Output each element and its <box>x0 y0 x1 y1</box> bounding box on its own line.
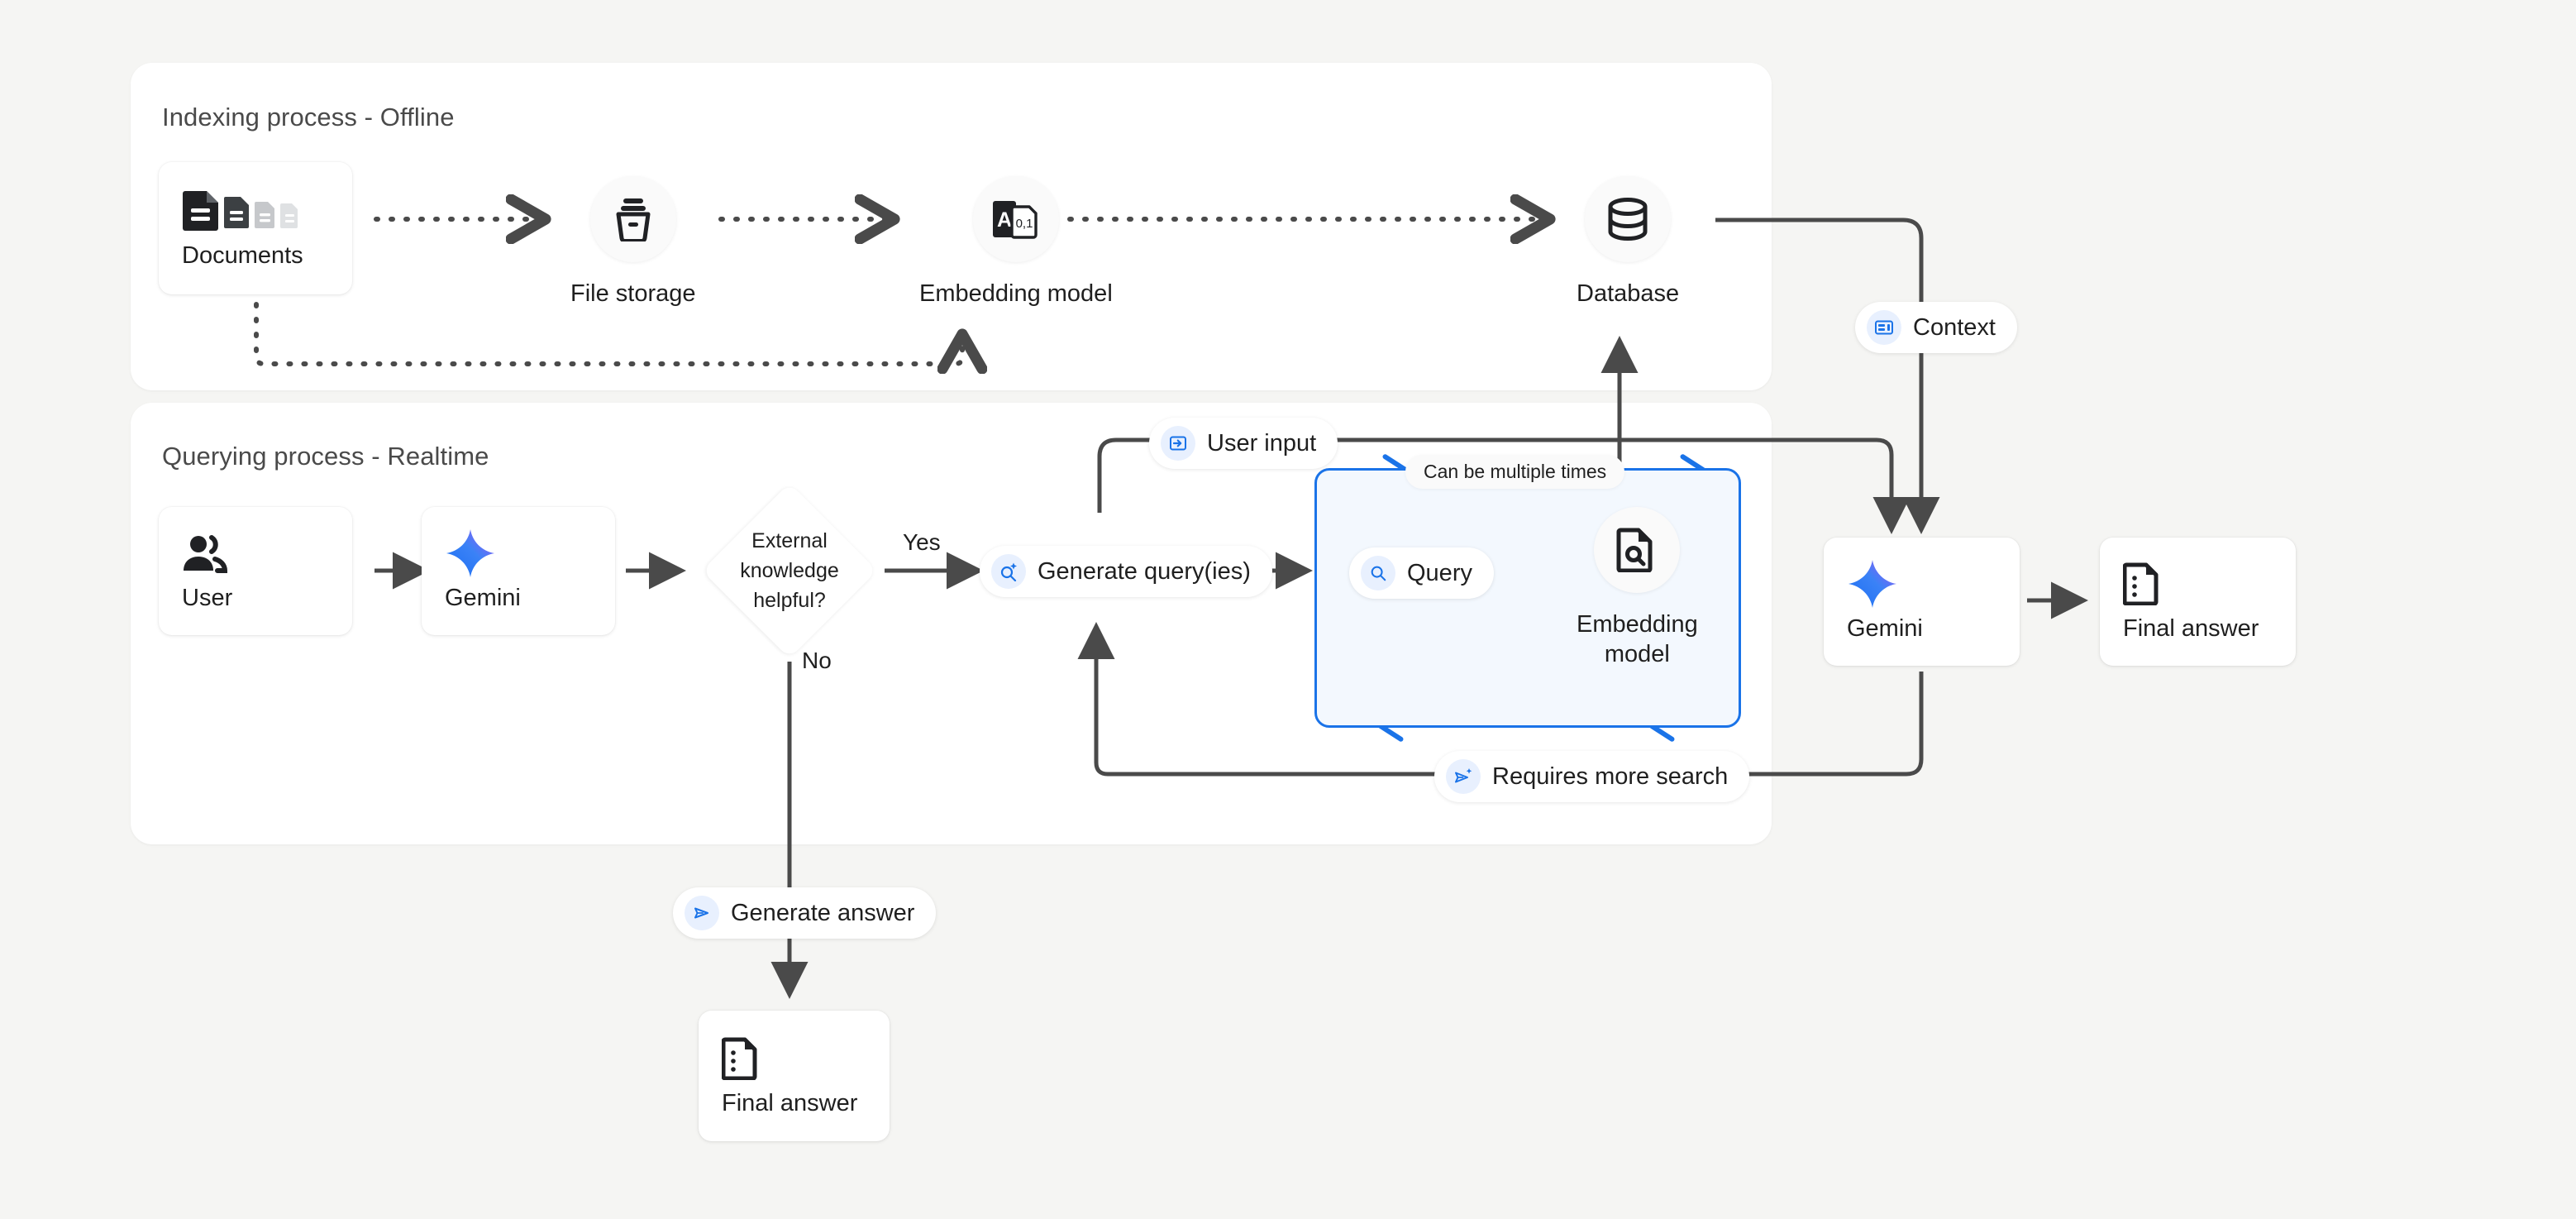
database-label: Database <box>1577 280 1680 307</box>
generate-queries-badge[interactable]: Generate query(ies) <box>980 546 1272 597</box>
can-be-multiple-times-note: Can be multiple times <box>1405 455 1625 489</box>
send-sparkle-icon <box>1446 759 1481 794</box>
svg-text:A: A <box>997 208 1012 232</box>
database-node[interactable]: Database <box>1577 176 1679 308</box>
documents-icon <box>182 188 352 234</box>
final-answer-card-right[interactable]: Final answer <box>2100 538 2296 666</box>
requires-more-search-badge[interactable]: Requires more search <box>1434 751 1750 802</box>
yes-label: Yes <box>903 529 941 555</box>
context-label: Context <box>1913 313 1996 341</box>
context-article-icon <box>1867 310 1901 345</box>
user-input-label: User input <box>1207 429 1317 457</box>
decision-diamond[interactable]: External knowledge helpful? <box>694 478 885 663</box>
embedding-model-icon: A 0,1 <box>972 176 1059 262</box>
gemini-sparkle-icon <box>1847 560 2020 608</box>
final-answer-card-bottom[interactable]: Final answer <box>699 1011 890 1141</box>
loop-embedding-model-label: Embedding model <box>1577 610 1698 670</box>
gemini-card-left[interactable]: Gemini <box>422 507 615 635</box>
querying-panel-title: Querying process - Realtime <box>162 442 489 471</box>
user-icon <box>182 530 352 576</box>
diamond-line-1: External <box>751 528 828 552</box>
generate-answer-label: Generate answer <box>731 899 915 926</box>
svg-text:0,1: 0,1 <box>1015 217 1033 231</box>
query-label: Query <box>1407 559 1472 586</box>
search-icon <box>1361 556 1395 590</box>
context-badge[interactable]: Context <box>1855 302 2017 353</box>
file-storage-node[interactable]: File storage <box>570 176 696 308</box>
documents-label: Documents <box>182 241 303 269</box>
query-badge[interactable]: Query <box>1349 547 1494 599</box>
answer-doc-icon <box>722 1035 890 1082</box>
search-sparkle-icon <box>991 554 1026 589</box>
user-card[interactable]: User <box>159 507 352 635</box>
diamond-line-3: helpful? <box>753 589 826 613</box>
gemini-label-right: Gemini <box>1847 615 1923 642</box>
input-arrow-icon <box>1161 426 1195 461</box>
loop-embedding-model-node[interactable]: Embedding model <box>1577 507 1698 670</box>
user-input-badge[interactable]: User input <box>1149 418 1338 469</box>
embedding-model-label: Embedding model <box>919 280 1113 307</box>
send-icon <box>685 896 719 930</box>
generate-answer-badge[interactable]: Generate answer <box>673 887 937 939</box>
file-storage-label: File storage <box>570 280 696 307</box>
answer-doc-icon <box>2123 561 2296 607</box>
final-answer-label-right: Final answer <box>2123 615 2259 642</box>
gemini-card-right[interactable]: Gemini <box>1824 538 2020 666</box>
document-search-icon <box>1594 507 1681 593</box>
loop-embedding-line-1: Embedding <box>1577 611 1698 638</box>
diamond-line-2: knowledge <box>740 558 839 582</box>
indexing-panel-title: Indexing process - Offline <box>162 103 455 131</box>
file-storage-icon <box>589 176 676 262</box>
database-icon <box>1585 176 1672 262</box>
diamond-text: External knowledge helpful? <box>694 478 885 663</box>
requires-more-search-label: Requires more search <box>1492 762 1729 790</box>
gemini-label-left: Gemini <box>445 585 521 611</box>
gemini-sparkle-icon <box>445 529 615 577</box>
final-answer-label-bottom: Final answer <box>722 1089 858 1116</box>
documents-card[interactable]: Documents <box>159 162 352 294</box>
embedding-model-node[interactable]: A 0,1 Embedding model <box>919 176 1113 308</box>
generate-queries-label: Generate query(ies) <box>1038 557 1251 585</box>
loop-embedding-line-2: model <box>1604 641 1670 668</box>
user-label: User <box>182 585 233 611</box>
no-label: No <box>802 648 832 673</box>
